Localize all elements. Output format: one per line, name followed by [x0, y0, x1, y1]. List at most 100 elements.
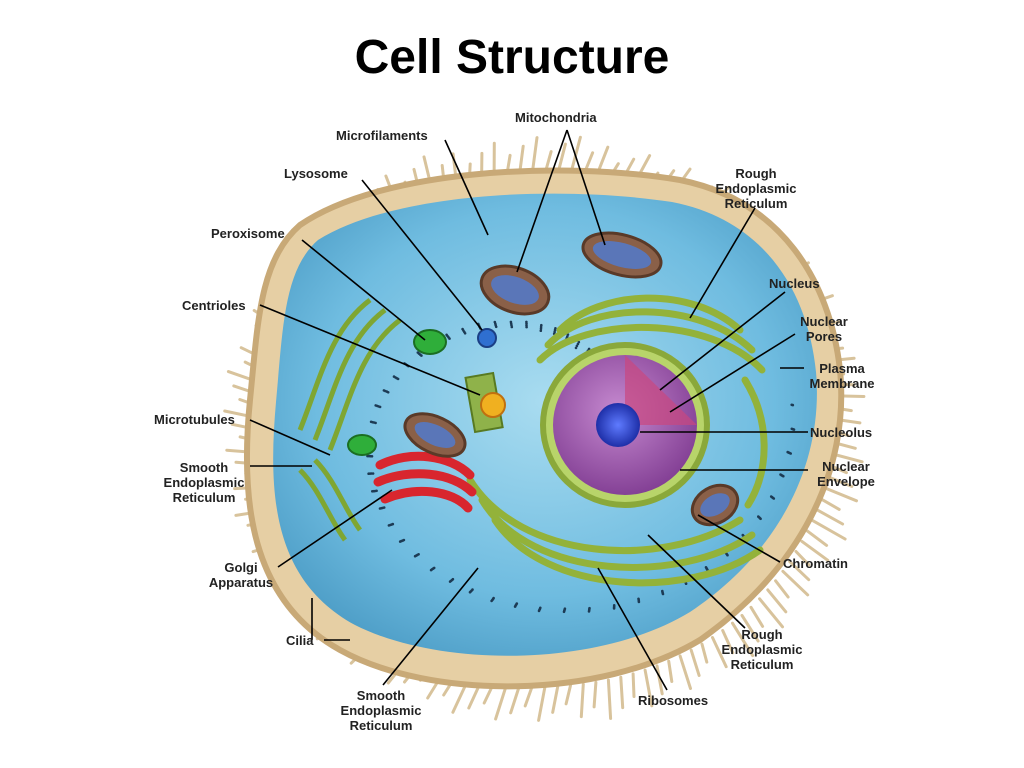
- cilium: [619, 675, 625, 710]
- label-plasma-membrane-line-2: Membrane: [809, 376, 875, 391]
- centrioles-shape: [464, 371, 506, 434]
- label-plasma-membrane: Plasma Membrane: [806, 361, 878, 391]
- peroxisome-shape-2: [347, 434, 377, 456]
- label-nucleus: Nucleus: [769, 276, 820, 291]
- label-plasma-membrane-line-1: Plasma: [819, 361, 865, 376]
- cilium: [530, 136, 539, 176]
- ribosome-dot: [432, 566, 436, 570]
- label-nuclear-pores: Nuclear Pores: [788, 314, 860, 344]
- cilium: [711, 636, 728, 669]
- cilium: [551, 684, 560, 714]
- ribosome-dot: [417, 553, 420, 556]
- ribosome-dot: [612, 604, 616, 607]
- cilium: [731, 621, 755, 658]
- golgi-shape: [373, 451, 477, 513]
- ribosome-dot: [510, 325, 514, 329]
- ribosome-dot: [451, 577, 455, 581]
- ribosome-dot: [463, 332, 467, 335]
- ribosome-dot: [525, 325, 528, 329]
- label-smooth-er-bottom-line-2: Endoplasmic: [340, 703, 422, 718]
- label-smooth-er-bottom: Smooth Endoplasmic Reticulum: [335, 688, 427, 733]
- ribosome-dot: [539, 329, 543, 333]
- ribosome-dot: [492, 596, 495, 600]
- label-cilia: Cilia: [286, 633, 314, 648]
- cilium: [805, 529, 829, 547]
- label-nuclear-envelope: Nuclear Envelope: [810, 459, 882, 489]
- label-rough-er-top: Rough Endoplasmic Reticulum: [710, 166, 802, 211]
- label-microfilaments: Microfilaments: [336, 128, 428, 143]
- cilium: [766, 588, 788, 614]
- cilium: [800, 539, 830, 562]
- page-title: Cell Structure: [354, 31, 670, 84]
- lysosome-shape: [477, 328, 497, 348]
- ribosome-dot: [370, 455, 374, 458]
- ribosome-dot: [704, 566, 708, 569]
- ribosome-dot: [396, 377, 400, 381]
- cilium: [606, 678, 613, 720]
- ribosome-dot: [563, 607, 567, 610]
- label-mitochondria: Mitochondria: [515, 110, 597, 125]
- ribosome-dot: [575, 344, 579, 348]
- label-smooth-er-bottom-line-3: Reticulum: [349, 718, 413, 733]
- cilium: [821, 485, 858, 503]
- label-nuclear-envelope-line-2: Envelope: [817, 474, 875, 489]
- label-peroxisome: Peroxisome: [211, 226, 285, 241]
- label-rough-er-bottom: Rough Endoplasmic Reticulum: [716, 627, 808, 672]
- ribosome-dot: [374, 421, 377, 425]
- label-rough-er-bottom-line-2: Endoplasmic: [721, 642, 803, 657]
- cilium: [794, 550, 811, 567]
- label-centrioles: Centrioles: [182, 298, 246, 313]
- ribosome-dot: [375, 489, 378, 493]
- cilium: [509, 684, 521, 715]
- ribosome-dot: [769, 495, 773, 498]
- ribosome-dot: [539, 606, 542, 610]
- ribosome-dot: [402, 538, 406, 542]
- cilium: [564, 684, 572, 706]
- label-rough-er-top-line-3: Reticulum: [724, 196, 788, 211]
- label-rough-er-bottom-line-3: Reticulum: [730, 657, 794, 672]
- label-nuclear-pores-line-1: Nuclear: [800, 314, 848, 329]
- label-golgi-line-1: Golgi: [224, 560, 258, 575]
- label-ribosomes: Ribosomes: [638, 693, 709, 708]
- ribosome-dot: [790, 403, 793, 407]
- ribosome-dot: [420, 354, 423, 357]
- cilium: [774, 579, 790, 599]
- ribosome-dot: [637, 597, 640, 601]
- ribosome-dot: [386, 391, 390, 394]
- cilium: [523, 684, 534, 708]
- ribosome-dot: [786, 450, 789, 454]
- ribosome-dot: [391, 522, 395, 526]
- cilium: [655, 664, 664, 696]
- ribosome-dot: [741, 533, 745, 537]
- cilium: [700, 642, 709, 664]
- peroxisome-shape: [413, 329, 447, 355]
- cilium: [810, 518, 847, 541]
- smooth-er-left-shape: [297, 298, 402, 542]
- ribosome-dot: [494, 325, 498, 329]
- ribosome-dot: [790, 427, 794, 431]
- cilium: [667, 659, 674, 683]
- label-microtubules: Microtubules: [154, 412, 235, 427]
- cilium: [788, 560, 811, 582]
- ribosome-dot: [661, 589, 664, 593]
- ribosome-dot: [779, 473, 782, 476]
- cilium: [631, 672, 636, 698]
- cilium: [814, 507, 845, 526]
- label-rough-er-bottom-line-1: Rough: [741, 627, 783, 642]
- ribosome-dot: [757, 515, 760, 518]
- label-smooth-er-left-line-1: Smooth: [179, 460, 229, 475]
- label-lysosome: Lysosome: [284, 166, 348, 181]
- label-golgi: Golgi Apparatus: [195, 560, 287, 590]
- ribosome-dot: [574, 346, 578, 350]
- cilium: [740, 613, 760, 643]
- ribosome-dot: [382, 506, 386, 509]
- label-smooth-er-left-line-3: Reticulum: [172, 490, 236, 505]
- cilium: [579, 682, 585, 719]
- label-golgi-line-2: Apparatus: [208, 575, 274, 590]
- label-nuclear-pores-line-2: Pores: [805, 329, 843, 344]
- ribosome-dot: [539, 327, 543, 331]
- leader-lines: [249, 129, 808, 691]
- cilium: [537, 685, 547, 722]
- cilium: [818, 496, 841, 511]
